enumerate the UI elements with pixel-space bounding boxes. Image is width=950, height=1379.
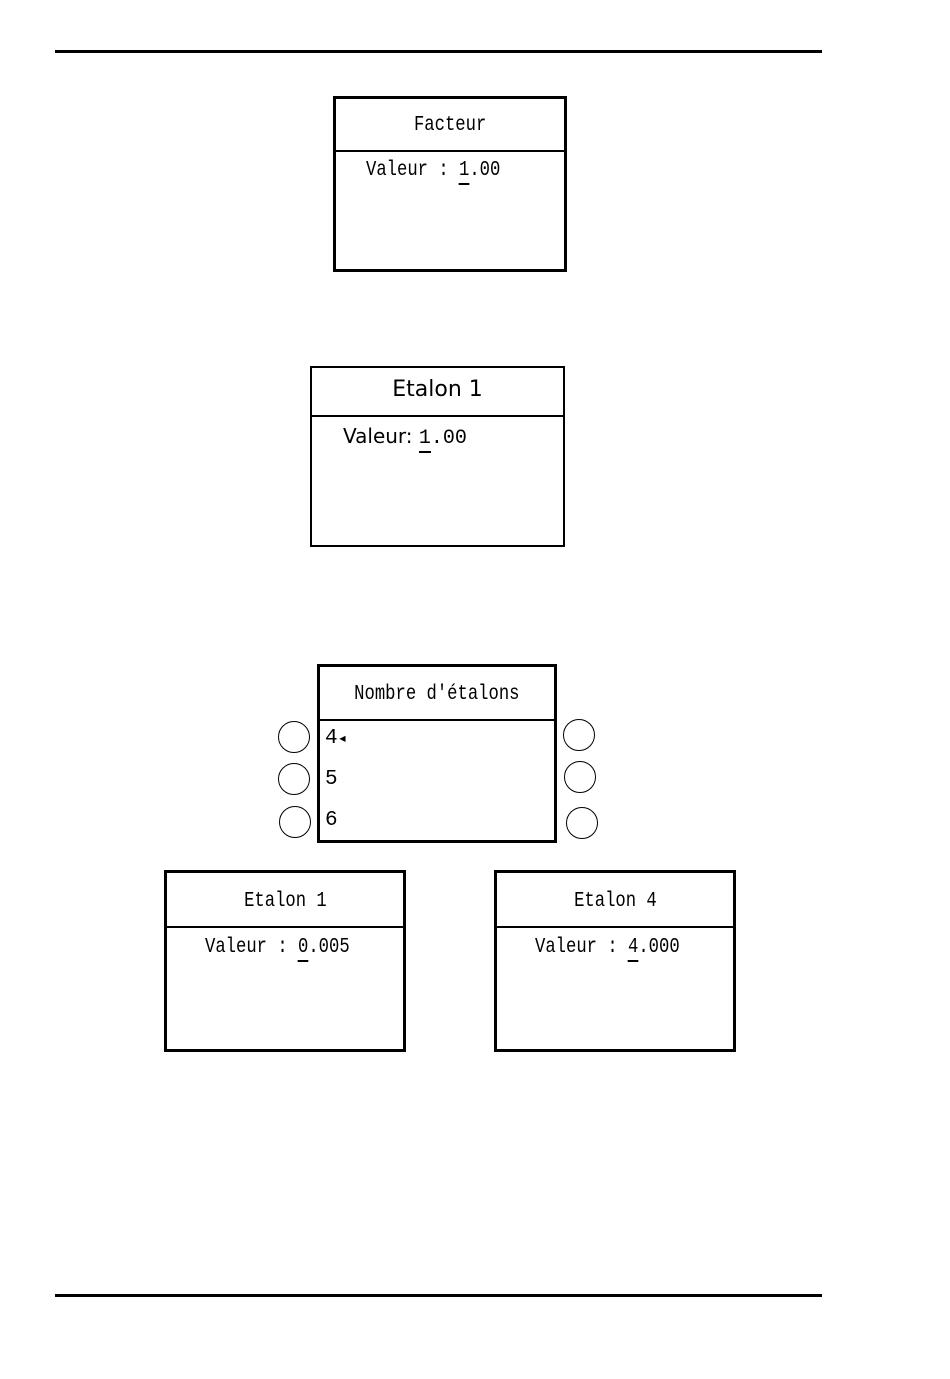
screen-nombre-etalons: Nombre d'étalons 4◂ 5 6 [317, 664, 557, 843]
softkey-left-3[interactable] [279, 806, 311, 838]
cursor-digit[interactable]: 1 [459, 159, 469, 185]
screen-title: Etalon 1 [167, 873, 403, 928]
screen-etalon-4: Etalon 4 Valeur : 4.000 [494, 870, 736, 1052]
softkey-left-2[interactable] [278, 763, 310, 795]
value-line: Valeur : 0.005 [205, 936, 381, 959]
screen-title: Etalon 4 [497, 873, 733, 928]
screen-etalon-1-b: Etalon 1 Valeur : 0.005 [164, 870, 406, 1052]
option-4[interactable]: 4◂ [325, 727, 347, 750]
softkey-right-1[interactable] [563, 719, 595, 751]
cursor-digit[interactable]: 0 [298, 936, 308, 962]
option-5[interactable]: 5 [325, 768, 338, 791]
cursor-digit[interactable]: 4 [628, 936, 638, 962]
cursor-digit[interactable]: 1 [419, 427, 431, 453]
screen-title: Etalon 1 [312, 368, 563, 417]
selected-marker-icon: ◂ [338, 730, 348, 748]
option-6[interactable]: 6 [325, 809, 338, 832]
screen-title: Nombre d'étalons [320, 667, 554, 721]
value-line: Valeur: 1.00 [343, 424, 467, 450]
softkey-right-2[interactable] [564, 761, 596, 793]
value-line: Valeur : 4.000 [535, 936, 711, 959]
softkey-right-3[interactable] [566, 807, 598, 839]
bottom-rule [55, 1294, 822, 1297]
value-line: Valeur : 1.00 [366, 159, 530, 182]
top-rule [55, 50, 822, 53]
screen-etalon-1: Etalon 1 Valeur: 1.00 [310, 366, 565, 547]
screen-title: Facteur [336, 99, 564, 152]
softkey-left-1[interactable] [278, 721, 310, 753]
screen-facteur: Facteur Valeur : 1.00 [333, 96, 567, 272]
